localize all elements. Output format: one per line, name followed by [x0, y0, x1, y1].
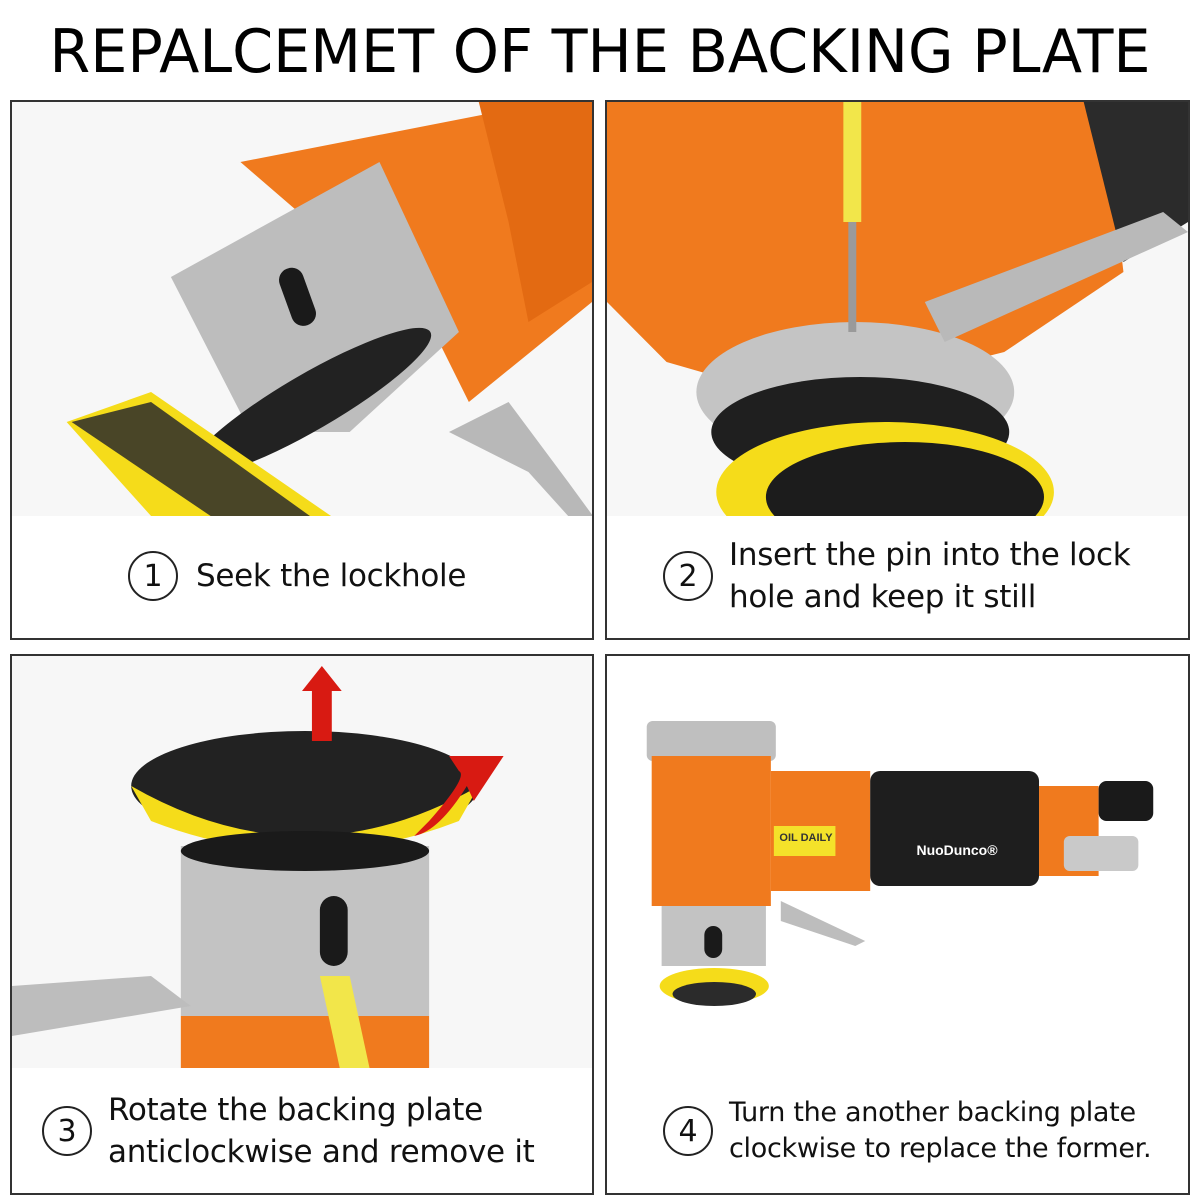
arrow-up	[302, 666, 342, 741]
oil-daily-sticker: OIL DAILY	[779, 832, 833, 844]
step-panel-2: 2 Insert the pin into the lock hole and …	[605, 100, 1190, 640]
step-2-caption: 2 Insert the pin into the lock hole and …	[607, 514, 1188, 638]
step-1-number: 1	[128, 551, 178, 601]
step-1-caption: 1 Seek the lockhole	[12, 514, 592, 638]
step-1-text: Seek the lockhole	[196, 558, 467, 594]
step-3-photo	[12, 656, 592, 1068]
brand-label: NuoDunco®	[916, 842, 998, 858]
step-2-number: 2	[663, 551, 713, 601]
step-4-photo: OIL DAILY NuoDunco®	[607, 656, 1188, 1068]
step-panel-1: 1 Seek the lockhole	[10, 100, 594, 640]
step-2-photo	[607, 102, 1188, 516]
step-panel-4: OIL DAILY NuoDunco® 4 Turn the another b…	[605, 654, 1190, 1195]
step-4-text: Turn the another backing plate clockwise…	[729, 1097, 1152, 1164]
step-4-caption: 4 Turn the another backing plate clockwi…	[607, 1069, 1188, 1193]
step-4-number: 4	[663, 1106, 713, 1156]
step-panel-3: 3 Rotate the backing plate anticlockwise…	[10, 654, 594, 1195]
step-3-number: 3	[42, 1106, 92, 1156]
step-1-photo	[12, 102, 592, 516]
step-3-text: Rotate the backing plate anticlockwise a…	[108, 1092, 535, 1170]
page-title: REPALCEMET OF THE BACKING PLATE	[49, 17, 1151, 87]
step-2-text: Insert the pin into the lock hole and ke…	[729, 537, 1131, 615]
step-3-caption: 3 Rotate the backing plate anticlockwise…	[12, 1069, 592, 1193]
